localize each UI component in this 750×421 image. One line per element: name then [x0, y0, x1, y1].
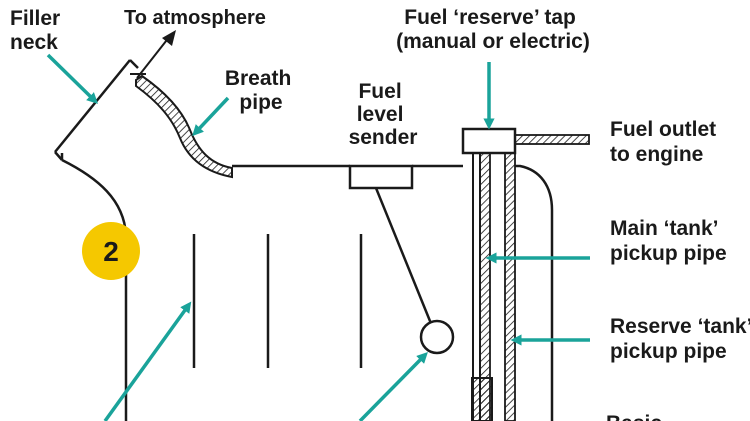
step-badge: 2	[82, 222, 140, 280]
breath-pipe	[135, 74, 233, 179]
main-tank-pickup-label: Main ‘tank’ pickup pipe	[610, 217, 727, 265]
fuel-level-sender-label: Fuel level sender	[349, 80, 418, 149]
tank-baffles	[192, 234, 363, 368]
filler-neck-label: Filler neck	[10, 7, 66, 54]
fuel-outlet-pipe	[514, 134, 590, 145]
fuel-reserve-tap	[461, 127, 517, 155]
fuel-reserve-tap-label: Fuel ‘reserve’ tap (manual or electric)	[396, 6, 590, 53]
sender-float	[419, 319, 455, 355]
to-atmosphere-label: To atmosphere	[124, 7, 266, 29]
callout-arrows	[46, 53, 590, 421]
basic-label-partial: Basic	[606, 412, 662, 421]
baffle-arrow	[103, 301, 192, 421]
filler-neck	[54, 59, 139, 161]
fuel-level-sender-box	[348, 164, 414, 190]
tank-right-wall	[515, 164, 554, 421]
breath-pipe-arrow	[192, 96, 230, 137]
float-arrow	[358, 352, 428, 421]
reserve-tank-pickup-pipe	[504, 152, 516, 421]
breath-pipe-label: Breath pipe	[225, 67, 297, 114]
breath-pipe-vent	[136, 35, 171, 79]
sender-float-arm	[374, 187, 434, 327]
fuel-outlet-label: Fuel outlet to engine	[610, 118, 722, 166]
reserve-tank-pickup-label: Reserve ‘tank’ pickup pipe	[610, 315, 750, 363]
atmosphere-arrowhead	[162, 30, 176, 46]
pickup-pipe-outer-left	[472, 152, 481, 421]
filler-neck-arrow	[46, 53, 99, 104]
step-badge-number: 2	[103, 236, 119, 267]
pickup-filter	[471, 377, 493, 421]
tank-left-wall	[60, 153, 128, 421]
